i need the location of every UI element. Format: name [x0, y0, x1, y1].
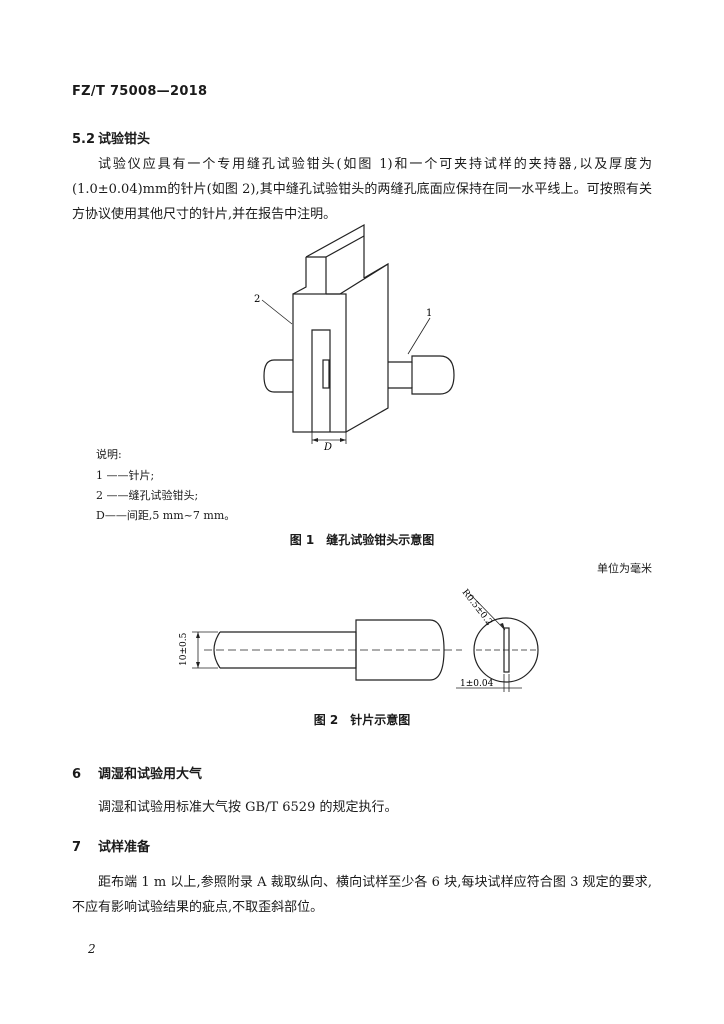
standard-code: FZ/T 75008—2018	[72, 84, 208, 99]
section-number: 5.2	[72, 132, 96, 147]
figure-2-thickness-dimension: 1±0.04	[460, 679, 494, 689]
section-title: 试验钳头	[98, 132, 151, 147]
figure-1-drawing: 2 1 D	[254, 223, 455, 450]
figure-2-drawing: 10±0.5 R0.5±0.2 1±0.04	[179, 588, 539, 692]
section-title: 试样准备	[98, 840, 151, 855]
section-7-paragraph: 距布端 1 m 以上,参照附录 A 裁取纵向、横向试样至少各 6 块,每块试样应…	[72, 870, 652, 920]
legend-item-2: 2 ——缝孔试验钳头;	[96, 489, 199, 502]
figure-2-caption: 图 2 针片示意图	[313, 713, 411, 727]
legend-item-d: D——间距,5 mm~7 mm。	[96, 509, 236, 522]
section-number: 6	[72, 767, 82, 782]
section-6-paragraph: 调湿和试验用标准大气按 GB/T 6529 的规定执行。	[72, 795, 652, 820]
section-7-heading: 7 试样准备	[72, 836, 150, 855]
legend-title: 说明:	[96, 448, 122, 461]
figure-1-caption: 图 1 缝孔试验钳头示意图	[289, 533, 435, 547]
section-6-heading: 6 调湿和试验用大气	[72, 763, 202, 782]
page-number: 2	[88, 942, 96, 956]
paragraph-text: 调湿和试验用标准大气按 GB/T 6529 的规定执行。	[98, 800, 398, 815]
section-number: 7	[72, 840, 82, 855]
figure-1-label-2: 2	[254, 294, 260, 305]
figure-1-label-d: D	[323, 442, 332, 450]
figure-2-height-dimension: 10±0.5	[179, 632, 189, 666]
section-5-2-paragraph: 试验仪应具有一个专用缝孔试验钳头(如图 1)和一个可夹持试样的夹持器,以及厚度为…	[72, 152, 652, 227]
legend-item-1: 1 ——针片;	[96, 469, 155, 482]
unit-note: 单位为毫米	[597, 562, 652, 575]
paragraph-text: 试验仪应具有一个专用缝孔试验钳头(如图 1)和一个可夹持试样的夹持器,以及厚度为…	[72, 157, 652, 222]
section-title: 调湿和试验用大气	[98, 767, 203, 782]
paragraph-text: 距布端 1 m 以上,参照附录 A 裁取纵向、横向试样至少各 6 块,每块试样应…	[72, 875, 652, 915]
figure-2-radius-dimension: R0.5±0.2	[460, 588, 494, 628]
figure-1-label-1: 1	[426, 308, 432, 319]
